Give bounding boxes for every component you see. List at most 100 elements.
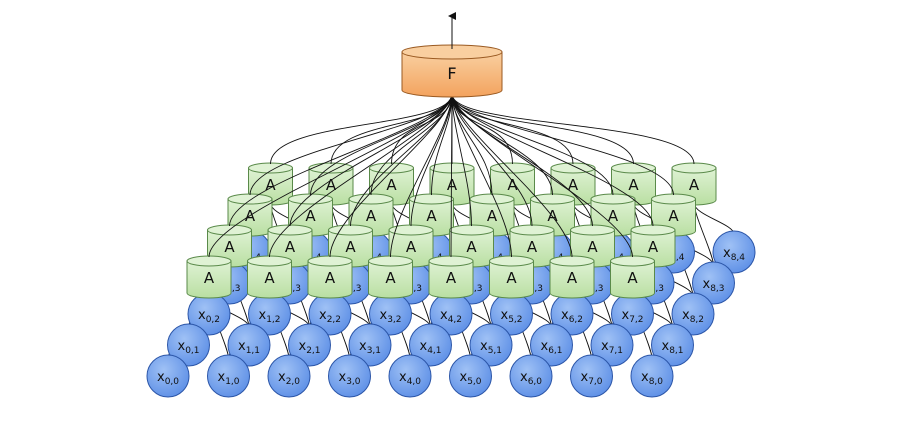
- input-node-circle: [388, 354, 432, 398]
- input-node-label: x0,1: [177, 339, 199, 356]
- input-node-circle: [449, 354, 492, 398]
- aggregator-body: [489, 260, 534, 299]
- input-node-label: x8,2: [682, 308, 704, 325]
- aggregator-label: A: [386, 176, 397, 194]
- aggregator-top: [267, 224, 313, 236]
- input-node-x-2-1: x2,1: [288, 323, 331, 367]
- aggregator-label: A: [366, 207, 377, 225]
- aggregator-label: A: [447, 176, 458, 194]
- input-node-x-6-0: x6,0: [509, 354, 553, 398]
- aggregator-label: A: [587, 238, 598, 256]
- aggregator-output-edge: [270, 93, 453, 165]
- aggregator-output-edge: [249, 93, 453, 196]
- aggregator-output-edge: [451, 93, 633, 258]
- aggregator-label: A: [608, 207, 619, 225]
- aggregator-label: A: [627, 269, 638, 287]
- aggregator-label: A: [326, 176, 337, 194]
- aggregator-output-edge: [391, 93, 453, 165]
- input-node-label: x2,1: [298, 339, 320, 356]
- aggregator-top: [368, 255, 413, 267]
- aggregator-label: A: [204, 269, 215, 287]
- input-node-circle: [146, 354, 190, 398]
- input-node-label: x6,1: [540, 339, 562, 356]
- input-node-label: x3,1: [359, 339, 381, 356]
- aggregator-top: [469, 193, 515, 205]
- input-node-label: x4,2: [440, 308, 462, 325]
- aggregator-label: A: [245, 207, 256, 225]
- aggregator-top: [247, 255, 292, 267]
- aggregator-label: A: [466, 238, 477, 256]
- aggregator-to-output-edges: [208, 93, 695, 258]
- input-node-x-0-0: x0,0: [146, 354, 190, 398]
- input-node-circle: [409, 323, 452, 367]
- aggregator-label: A: [325, 269, 336, 287]
- input-node-label: x2,2: [319, 308, 341, 325]
- aggregator-output-edge: [410, 93, 453, 227]
- aggregator-body: [549, 260, 595, 299]
- input-node-x-8-1: x8,1: [651, 323, 694, 367]
- output-block-group: F: [401, 12, 503, 98]
- aggregator-block-5-0: A: [489, 255, 534, 299]
- aggregator-top: [428, 255, 474, 267]
- aggregator-output-edge: [431, 93, 453, 196]
- input-node-x-7-0: x7,0: [570, 354, 613, 398]
- input-node-circle: [267, 354, 311, 398]
- aggregator-block-3-0: A: [368, 255, 413, 299]
- aggregator-block-0-0: A: [186, 255, 232, 299]
- input-node-label: x8,0: [641, 370, 663, 387]
- aggregator-label: A: [285, 238, 296, 256]
- output-block-label: F: [447, 64, 456, 83]
- input-node-x-2-2: x2,2: [308, 292, 352, 336]
- input-node-circle: [167, 323, 210, 367]
- input-node-circle: [590, 323, 634, 367]
- aggregator-output-edge: [451, 93, 574, 165]
- input-node-x-6-1: x6,1: [530, 323, 573, 367]
- aggregator-label: A: [506, 269, 517, 287]
- input-node-circle: [712, 230, 756, 274]
- aggregator-body: [186, 260, 232, 299]
- aggregator-output-edge: [390, 93, 453, 258]
- input-node-x-3-1: x3,1: [348, 323, 392, 367]
- input-node-label: x7,2: [621, 308, 643, 325]
- aggregator-label: A: [406, 238, 417, 256]
- aggregator-label: A: [487, 207, 498, 225]
- aggregator-label: A: [264, 269, 275, 287]
- input-node-circle: [348, 323, 392, 367]
- aggregator-top: [509, 224, 555, 236]
- input-node-x-5-2: x5,2: [490, 292, 533, 336]
- input-node-x-0-1: x0,1: [167, 323, 210, 367]
- input-node-circle: [207, 354, 250, 398]
- aggregator-label: A: [507, 176, 518, 194]
- input-node-x-1-0: x1,0: [207, 354, 250, 398]
- aggregator-body: [428, 260, 474, 299]
- aggregator-block-6-0: A: [549, 255, 595, 299]
- aggregator-label: A: [567, 269, 578, 287]
- input-node-x-2-0: x2,0: [267, 354, 311, 398]
- aggregator-label: A: [305, 207, 316, 225]
- input-node-circle: [671, 292, 715, 336]
- aggregator-top: [489, 255, 534, 267]
- aggregator-label: A: [345, 238, 356, 256]
- input-node-x-5-1: x5,1: [469, 323, 513, 367]
- aggregator-output-edge: [451, 93, 493, 196]
- input-node-label: x7,1: [601, 339, 623, 356]
- input-aggregator-edge: [693, 202, 735, 235]
- input-node-label: x1,1: [238, 339, 260, 356]
- aggregator-top: [671, 162, 717, 174]
- input-node-circle: [570, 354, 613, 398]
- aggregator-top: [630, 224, 676, 236]
- aggregator-label: A: [527, 238, 538, 256]
- input-node-label: x5,2: [500, 308, 522, 325]
- input-node-x-4-0: x4,0: [388, 354, 432, 398]
- output-block-body: [401, 51, 503, 98]
- aggregator-label: A: [648, 238, 659, 256]
- aggregator-label: A: [446, 269, 457, 287]
- input-node-x-8-2: x8,2: [671, 292, 715, 336]
- input-node-label: x4,0: [399, 370, 421, 387]
- aggregator-top: [429, 162, 475, 174]
- node-grid: x0,4x1,4x2,4x3,4x4,4x5,4x6,4x7,4x8,4x0,3…: [146, 162, 756, 398]
- input-node-label: x0,0: [157, 370, 179, 387]
- aggregator-top: [611, 162, 656, 174]
- input-node-label: x0,2: [198, 308, 220, 325]
